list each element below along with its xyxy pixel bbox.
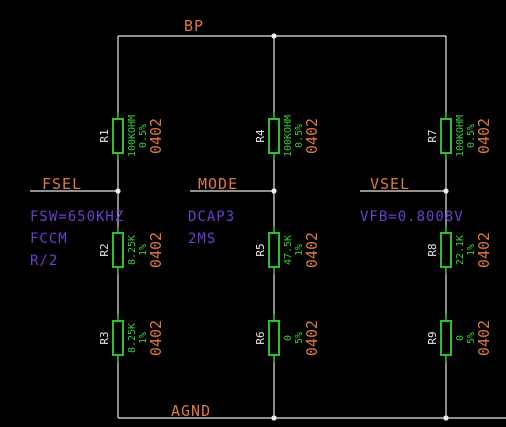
resistor-ref: R4 — [254, 129, 267, 143]
resistor-package: 0402 — [303, 232, 321, 268]
resistor-body — [268, 118, 280, 154]
resistor-package: 0402 — [147, 118, 165, 154]
resistor-body — [268, 320, 280, 356]
net-label-agnd: AGND — [171, 402, 211, 420]
resistor-ref: R6 — [254, 331, 267, 344]
net-label-vsel: VSEL — [370, 175, 410, 193]
resistor-tolerance: 0.5% — [466, 124, 477, 148]
resistor-mask — [440, 321, 452, 355]
resistor-tolerance: 0.5% — [294, 124, 305, 148]
resistor-package: 0402 — [147, 320, 165, 356]
resistor-body — [440, 118, 452, 154]
resistor-value: 100KOHM — [283, 115, 294, 157]
resistor-package: 0402 — [303, 320, 321, 356]
resistor-package: 0402 — [475, 118, 493, 154]
resistor-body — [112, 232, 124, 268]
resistor-tolerance: 1% — [294, 244, 305, 256]
resistor-ref: R8 — [426, 243, 439, 256]
resistor-ref: R1 — [98, 129, 111, 142]
resistor-body — [440, 232, 452, 268]
resistor-ref: R7 — [426, 129, 439, 142]
resistor-body — [268, 232, 280, 268]
resistor-value: 100KOHM — [455, 115, 466, 157]
resistor-value: 22.1K — [455, 235, 466, 265]
junction-dot — [115, 188, 121, 194]
fsel-note-line: R/2 — [30, 253, 58, 269]
resistor-tolerance: 1% — [466, 244, 477, 256]
net-label-fsel: FSEL — [42, 175, 82, 193]
resistor-mask — [268, 233, 280, 267]
fsel-note-line: FCCM — [30, 231, 68, 247]
mode-note-line: DCAP3 — [188, 209, 235, 225]
resistor-body — [440, 320, 452, 356]
resistor-ref: R5 — [254, 243, 267, 256]
resistor-mask — [268, 119, 280, 153]
resistor-tolerance: 1% — [138, 244, 149, 256]
resistor-mask — [440, 119, 452, 153]
resistor-package: 0402 — [475, 320, 493, 356]
resistor-tolerance: 0.5% — [138, 124, 149, 148]
resistor-package: 0402 — [303, 118, 321, 154]
net-label-mode: MODE — [198, 175, 238, 193]
vsel-note-line: VFB=0.8008V — [360, 209, 464, 225]
mode-note-line: 2MS — [188, 231, 216, 247]
resistor-value: 8.25K — [127, 235, 138, 265]
resistor-ref: R2 — [98, 243, 111, 256]
resistor-ref: R9 — [426, 331, 439, 344]
resistor-mask — [112, 233, 124, 267]
resistor-value: 100KOHM — [127, 115, 138, 157]
resistor-mask — [112, 321, 124, 355]
fsel-note-line: FSW=650KHZ — [30, 209, 124, 225]
resistor-value: 0 — [283, 335, 294, 341]
resistor-value: 8.25K — [127, 323, 138, 353]
resistor-mask — [440, 233, 452, 267]
resistor-tolerance: 5% — [466, 332, 477, 344]
net-label-bp: BP — [184, 17, 204, 35]
resistor-package: 0402 — [475, 232, 493, 268]
resistor-ref: R3 — [98, 331, 111, 344]
junction-dot — [271, 188, 277, 194]
resistor-package: 0402 — [147, 232, 165, 268]
resistor-tolerance: 1% — [138, 332, 149, 344]
resistor-value: 0 — [455, 335, 466, 341]
resistor-body — [112, 320, 124, 356]
resistor-body — [112, 118, 124, 154]
resistor-value: 47.5K — [283, 235, 294, 265]
junction-dot — [443, 188, 449, 194]
resistor-tolerance: 5% — [294, 332, 305, 344]
resistor-mask — [268, 321, 280, 355]
resistor-mask — [112, 119, 124, 153]
